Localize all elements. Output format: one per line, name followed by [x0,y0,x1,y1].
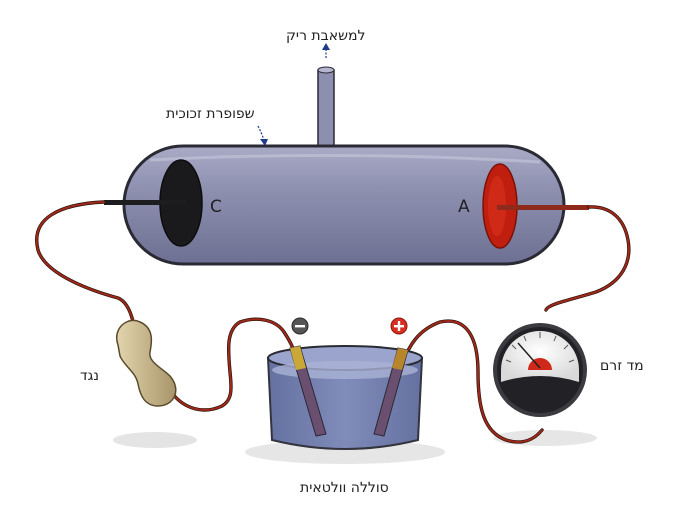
ammeter [493,323,587,417]
resistor [115,319,177,407]
anode-letter: A [458,197,470,217]
negative-terminal-icon [291,317,309,335]
voltaic-cell [266,345,424,450]
cathode-letter: C [210,197,222,217]
arrow-up-icon [322,43,330,58]
glass-tube-label: שפופרת זכוכית [166,106,255,122]
positive-terminal-icon [390,317,408,335]
cathode-rod [104,200,186,205]
anode-rod [497,205,589,210]
ammeter-needle [517,342,541,369]
ammeter-label: מד זרם [600,358,644,374]
voltaic-cell-label: סוללה וולטאית [300,480,389,496]
resistor-label: נגד [80,368,100,384]
circuit-wires-color [35,201,630,443]
vacuum-outlet-pipe [317,66,335,153]
vacuum-pump-label: למשאבת ריק [286,28,366,44]
arrow-down-icon [257,125,268,146]
